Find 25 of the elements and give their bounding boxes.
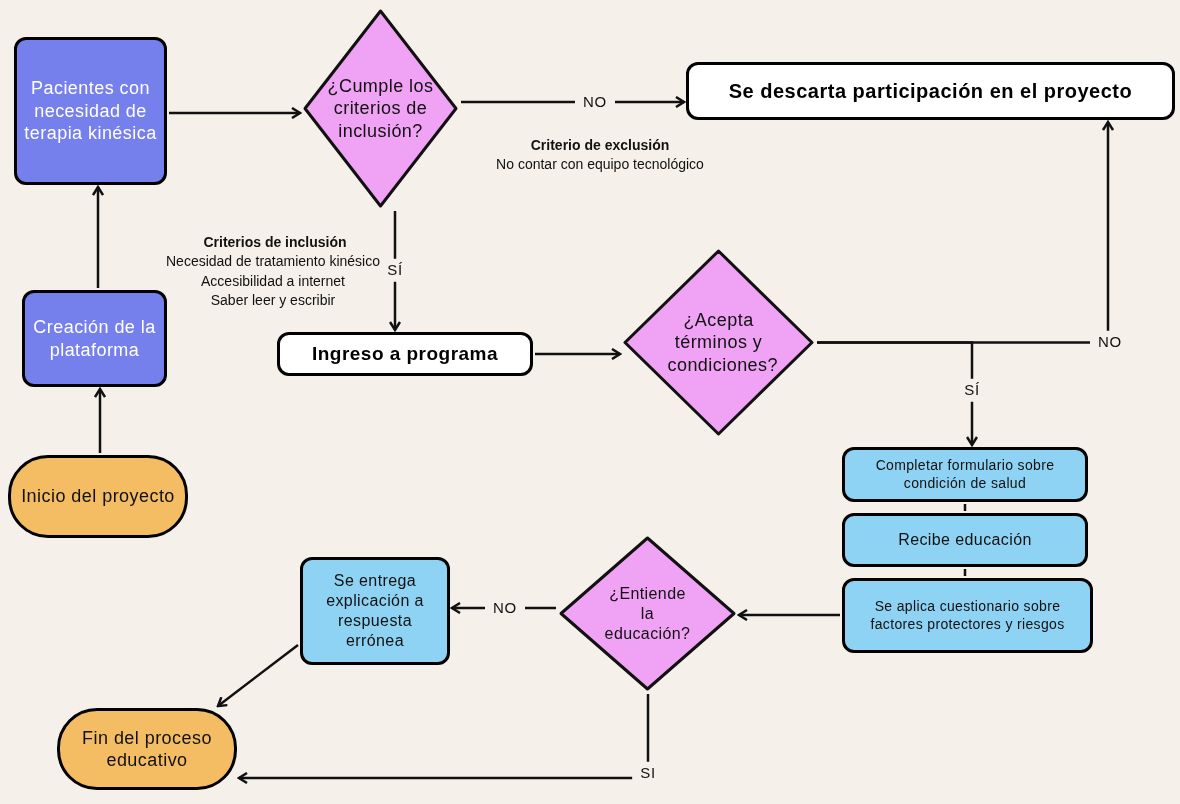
decision-diamond: ¿Cumple los criterios de inclusión? [302,8,459,209]
process-box: Se entrega explicación a respuesta errónea [300,557,450,665]
decision-diamond: ¿Acepta términos y condiciones? [622,248,815,437]
criteria-item: Necesidad de tratamiento kinésico [166,251,380,271]
process-box: Se aplica cuestionario sobre factores protectores y riesgos [842,578,1093,653]
process-box: Creación de la plataforma [22,290,167,387]
arrow [91,185,105,288]
arrow [93,387,107,453]
arrow [737,608,840,622]
process-box: Completar formulario sobre condición de salud [842,447,1088,502]
criteria-item: No contar con equipo tecnológico [496,154,704,174]
process-box: Recibe educación [842,513,1088,567]
criteria-item: Accesibilidad a internet [201,271,345,291]
arrow [535,347,622,361]
process-box: Pacientes con necesidad de terapia kinésica [14,37,167,185]
decision-diamond: ¿Entiende la educación? [558,535,737,692]
arrow [237,694,650,785]
arrow [817,341,979,447]
arrow [169,106,302,120]
arrow [216,644,299,708]
process-box: Se descarta participación en el proyecto [686,62,1175,120]
process-box: Ingreso a programa [277,332,533,376]
criteria-heading: Criterio de exclusión [530,135,670,155]
criteria-heading: Criterios de inclusión [203,232,347,252]
criteria-item: Saber leer y escribir [210,290,336,310]
